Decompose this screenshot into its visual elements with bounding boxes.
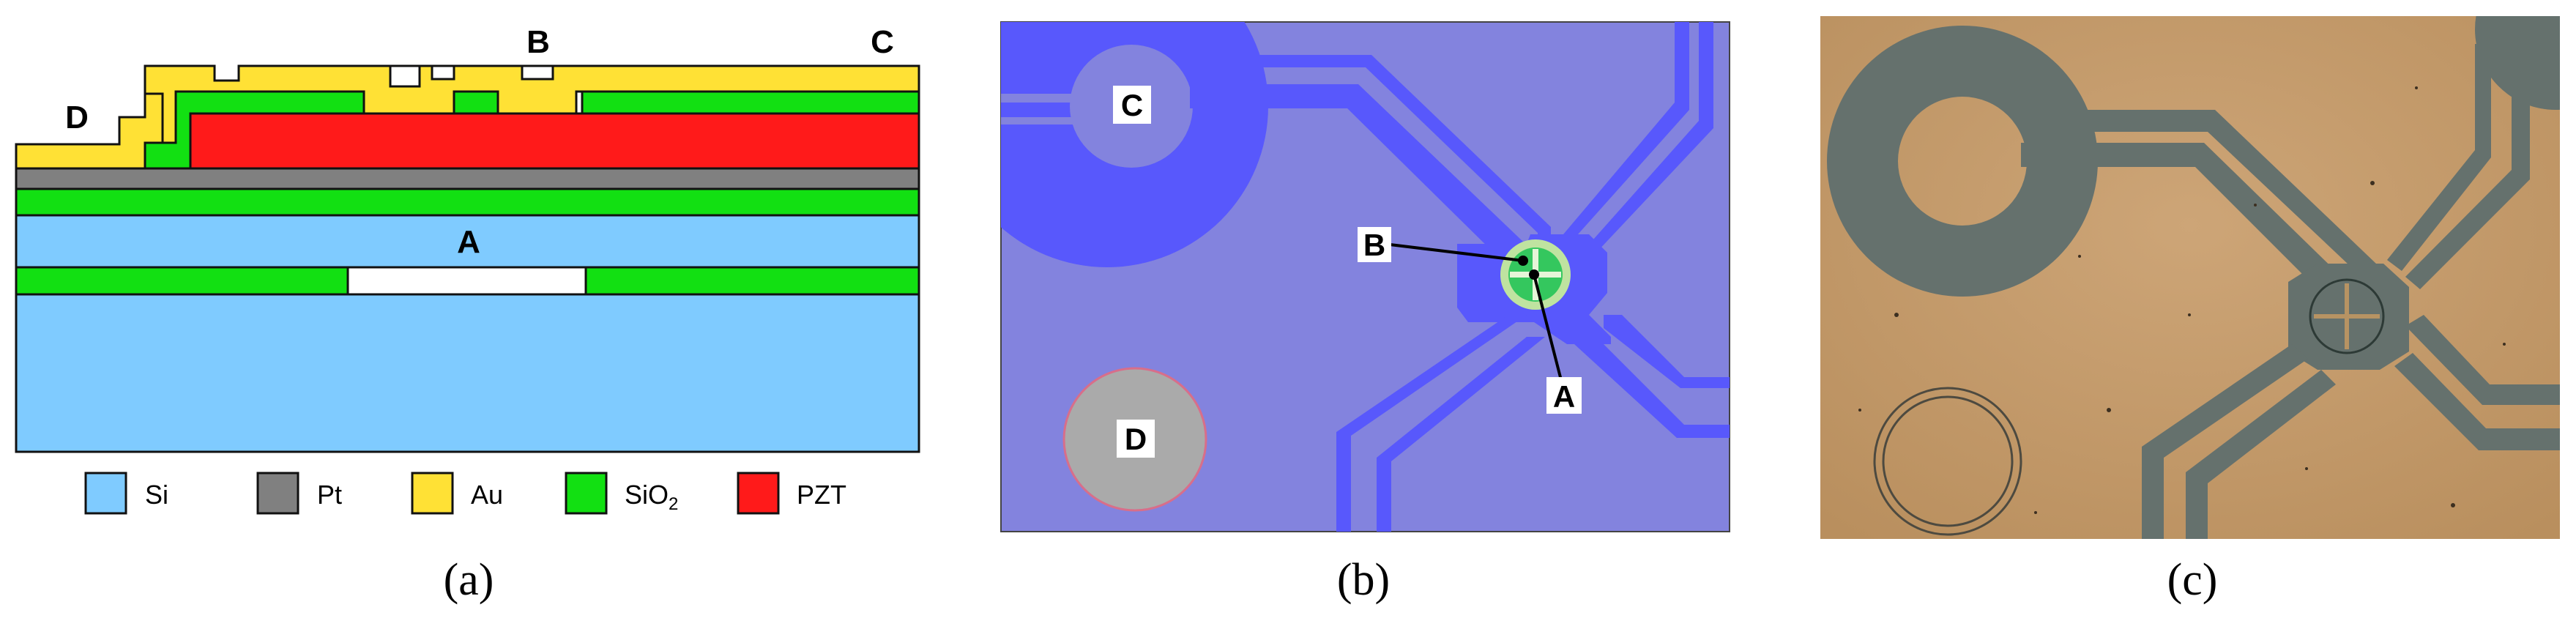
dust-specks [1858,86,2506,514]
thermal-oxide-layer [15,187,920,217]
si-device-layer [15,214,920,269]
legend-label-si: Si [145,480,168,510]
label-b-D-bg [1117,420,1155,458]
ring-outer [1873,387,2022,536]
caption-c: (c) [2167,555,2218,605]
label-b-A-bg [1546,377,1582,414]
label-b-B-bg [1358,227,1391,262]
pointer-b [1383,242,1524,262]
legend-swatch-pt [256,472,299,515]
trace-upper-right-1 [1563,22,1689,234]
au-notch-3 [521,64,554,81]
legend-label-pt: Pt [317,480,342,510]
trace-upper-right-2 [1582,22,1713,253]
label-b-D: D [1125,422,1147,456]
device-outline [2309,278,2385,354]
label-b-C: C [1121,88,1143,122]
label-a-C: C [871,24,894,60]
panel-a-cross-section: A B C D Si Pt Au SiO2 PZT (a) [15,24,920,605]
pointer-a-dot [1529,269,1539,280]
label-a-D: D [65,100,89,135]
au-notch-2 [431,64,455,81]
label-a-B: B [526,24,550,60]
au-notch-1 [389,64,421,88]
trace-lower-right-2 [1604,315,1730,388]
legend-swatch-si [84,472,127,515]
pointer-b-dot [1518,256,1528,266]
legend-label-au: Au [471,480,503,510]
metal-trace-lower-right-2 [2405,315,2560,405]
pzt-film [189,112,920,170]
label-b-B: B [1363,228,1385,262]
pad-c-lead-bottom [1001,117,1073,124]
trace-lower-left-2 [1377,337,1545,532]
au-bottom-contact [15,92,164,170]
label-b-A: A [1553,379,1575,414]
legend-label-sio2: SiO2 [625,480,678,514]
metal-pad-ring [1827,26,2098,297]
legend-label-pzt: PZT [797,480,846,510]
caption-a: (a) [444,555,494,605]
metal-trace-upper-right-2 [2405,59,2530,289]
ring-inner [1882,395,2014,527]
pt-electrode [15,167,920,190]
label-b-C-bg [1113,86,1151,124]
metal-trace-lower-left-1 [2142,344,2308,539]
metal-trace-lower-right-1 [2394,353,2560,450]
cavity [346,266,587,296]
pointer-a [1533,274,1563,384]
legend: Si Pt Au SiO2 PZT [84,472,846,515]
metal-trace-upper-right-1 [2387,44,2491,271]
label-a-A: A [457,224,480,260]
pad-c-lead-top [1001,94,1073,103]
caption-b: (b) [1337,555,1390,605]
si-substrate [15,293,920,453]
panel-b-layout: C B A D (b) [1000,21,1730,605]
legend-swatch-pzt [737,472,780,515]
metal-trace-lower-left-2 [2186,370,2336,539]
metal-trace-upper-outer [2021,110,2376,277]
legend-swatch-au [411,472,454,515]
trace-lower-right-1 [1574,330,1730,438]
panel-c-micrograph: (c) [1820,16,2560,605]
legend-swatch-sio2 [565,472,608,515]
